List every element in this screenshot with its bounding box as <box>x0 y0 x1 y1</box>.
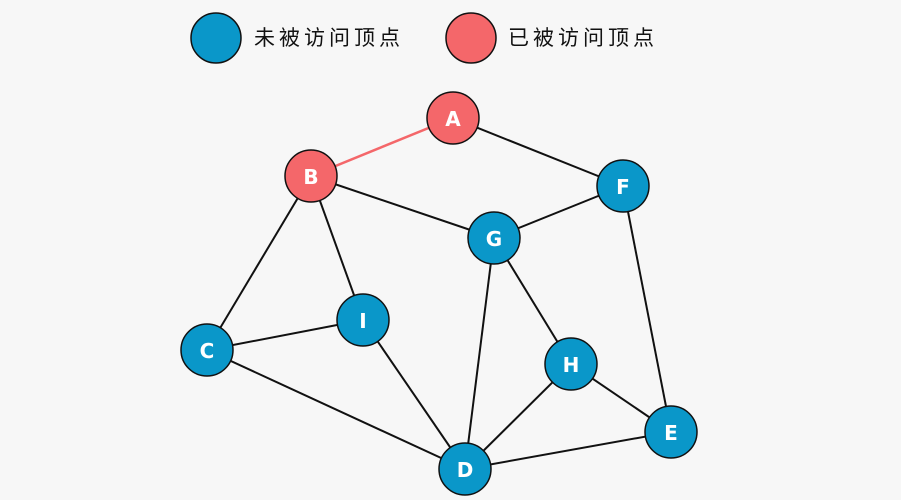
edge-g-d <box>464 237 495 470</box>
legend-item-visited: 已被访问顶点 <box>445 12 658 64</box>
legend-swatch-unvisited <box>190 12 242 64</box>
node-c: C <box>180 323 234 377</box>
node-d: D <box>438 442 492 496</box>
node-h: H <box>544 337 598 391</box>
node-circle-c <box>180 323 234 377</box>
node-label-e: E <box>664 421 678 445</box>
node-label-a: A <box>445 107 461 131</box>
legend-label-visited: 已被访问顶点 <box>508 26 658 50</box>
node-g: G <box>467 211 521 265</box>
node-circle-a <box>426 91 480 145</box>
node-circle-d <box>438 442 492 496</box>
node-b: B <box>284 149 338 203</box>
node-label-f: F <box>616 175 630 199</box>
edge-i-d <box>362 319 466 470</box>
node-label-d: D <box>457 458 474 482</box>
edge-a-f <box>452 117 624 187</box>
node-f: F <box>596 159 650 213</box>
node-a: A <box>426 91 480 145</box>
node-circle-f <box>596 159 650 213</box>
edge-b-c <box>206 175 312 351</box>
edge-d-e <box>464 431 672 470</box>
node-circle-i <box>336 293 390 347</box>
node-label-c: C <box>200 339 215 363</box>
legend-item-unvisited: 未被访问顶点 <box>190 12 404 64</box>
node-label-i: I <box>359 309 366 333</box>
edge-c-d <box>206 349 466 470</box>
node-circle-h <box>544 337 598 391</box>
nodes: A B C D E F G H I <box>180 91 698 496</box>
node-label-b: B <box>303 165 318 189</box>
node-circle-b <box>284 149 338 203</box>
edge-f-e <box>622 185 672 433</box>
legend-label-unvisited: 未被访问顶点 <box>254 26 404 50</box>
node-circle-e <box>644 405 698 459</box>
edge-b-g <box>310 175 495 239</box>
node-label-h: H <box>563 353 580 377</box>
node-circle-g <box>467 211 521 265</box>
node-label-g: G <box>486 227 502 251</box>
legend-swatch-visited <box>445 12 497 64</box>
node-i: I <box>336 293 390 347</box>
legend: 未被访问顶点 已被访问顶点 <box>190 12 658 64</box>
node-e: E <box>644 405 698 459</box>
